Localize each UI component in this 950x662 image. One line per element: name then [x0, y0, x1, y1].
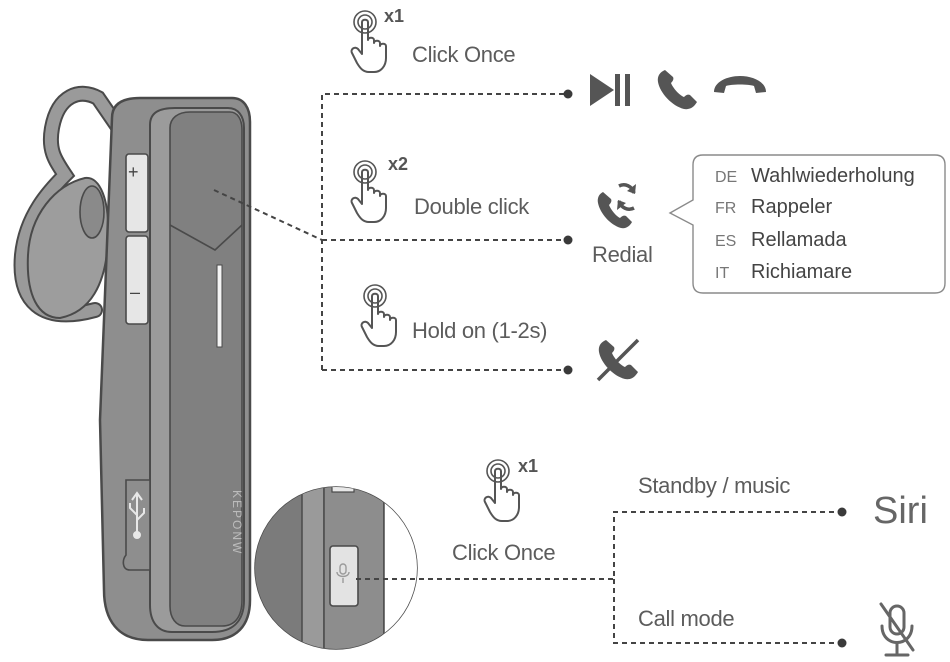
- double-click-label: Double click: [414, 194, 530, 219]
- usb-icon: [129, 491, 145, 539]
- translation-bubble: [668, 154, 946, 294]
- redial-icon: [597, 183, 636, 229]
- mic-mute-icon: [879, 602, 915, 657]
- redial-label: Redial: [592, 242, 653, 267]
- call-mode-label: Call mode: [638, 606, 735, 631]
- standby-label: Standby / music: [638, 473, 791, 498]
- click-once-label: Click Once: [412, 42, 516, 67]
- hang-up-icon: [714, 76, 766, 93]
- hand-click-once-icon: [350, 10, 387, 73]
- mic-click-label: Click Once: [452, 540, 556, 565]
- reject-call-icon: [596, 338, 640, 382]
- connector-lines: [213, 93, 842, 644]
- zoom-detail: [254, 486, 418, 650]
- svg-text:KEPONW: KEPONW: [230, 490, 244, 555]
- mic-click-count: x1: [518, 456, 539, 476]
- siri-label: Siri: [873, 490, 928, 532]
- volume-up-button[interactable]: [125, 153, 149, 233]
- double-click-count: x2: [388, 154, 409, 174]
- volume-up-label: +: [128, 162, 139, 182]
- hand-mic-click-icon: [483, 459, 520, 522]
- connector-dots: [563, 89, 847, 648]
- hand-double-click-icon: [350, 160, 387, 223]
- click-once-count: x1: [384, 6, 405, 26]
- hand-hold-icon: [360, 284, 397, 347]
- answer-call-icon: [657, 70, 697, 110]
- volume-down-label: –: [130, 282, 141, 302]
- play-pause-icon: [590, 74, 630, 106]
- hold-label: Hold on (1-2s): [412, 318, 548, 343]
- headset-illustration: KEPONW: [13, 85, 252, 642]
- volume-down-button[interactable]: [125, 235, 149, 325]
